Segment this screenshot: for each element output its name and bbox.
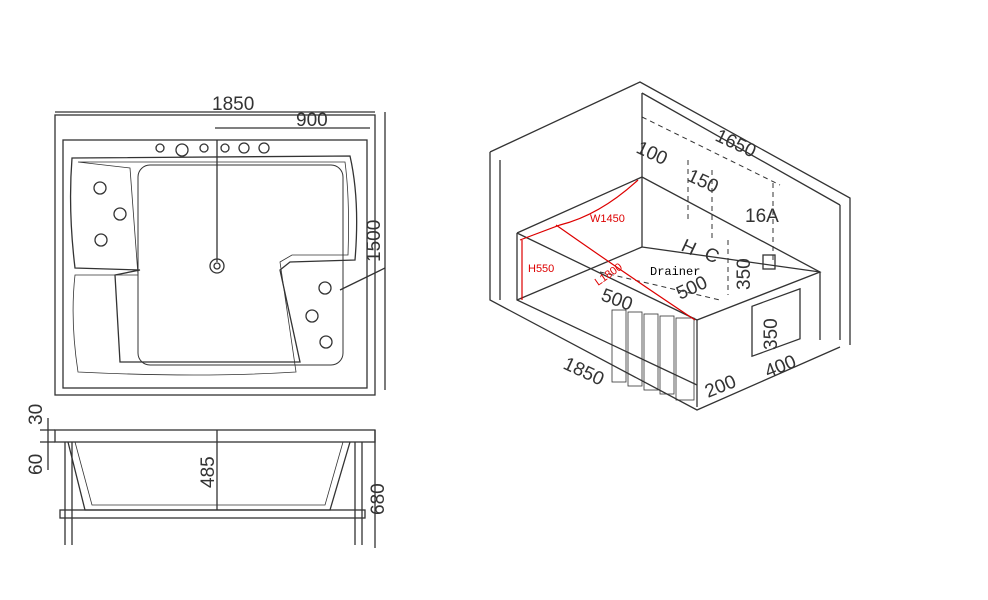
width-annotation: W1450 [590, 213, 625, 225]
total-height-label: 680 [368, 483, 389, 515]
access-offset-label: 200 [702, 371, 739, 402]
cold-label: C [701, 243, 722, 268]
drain-left-label: 500 [598, 285, 635, 316]
power-label: 16A [745, 206, 779, 227]
height-annotation: H550 [528, 263, 554, 275]
hot-label: H [678, 235, 699, 260]
back-length-label: 1650 [712, 125, 759, 162]
offset-100-label: 100 [633, 137, 671, 169]
top-view [54, 111, 386, 396]
inner-depth-label: 485 [198, 456, 219, 488]
side-view [40, 418, 376, 548]
drainer-label: Drainer [650, 265, 700, 279]
access-width-label: 400 [762, 351, 799, 382]
depth-label: 1500 [364, 220, 385, 262]
red-annotations [519, 179, 696, 321]
iso-view [489, 81, 851, 411]
offset-150-label: 150 [684, 165, 722, 197]
rim-label: 30 [26, 404, 47, 425]
tap-height-label: 350 [734, 258, 755, 290]
width-label: 1850 [212, 94, 254, 115]
access-height-label: 350 [761, 318, 782, 350]
jets-span-label: 900 [296, 110, 328, 131]
lip-label: 60 [26, 454, 47, 475]
